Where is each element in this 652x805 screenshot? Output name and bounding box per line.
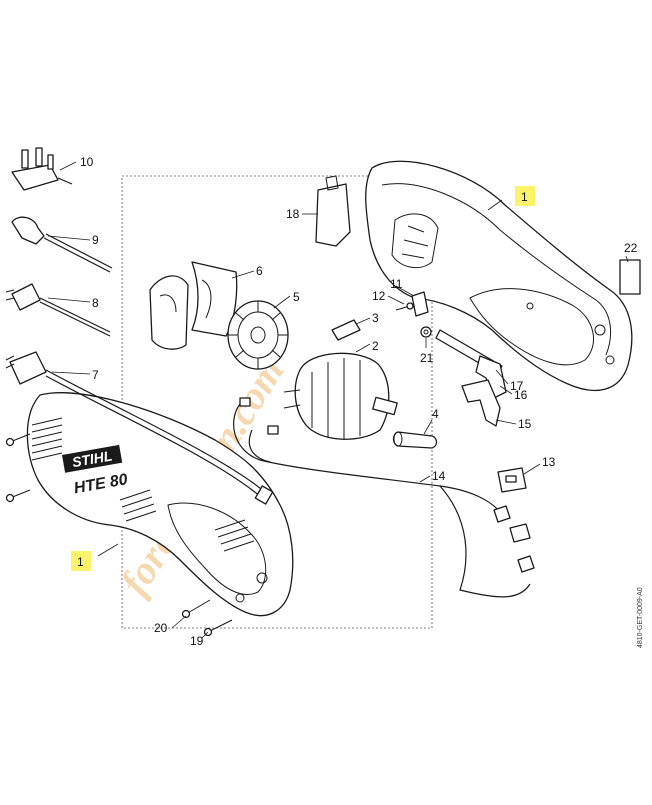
screw-part-20 (181, 599, 211, 619)
trigger-part-15 (461, 379, 501, 427)
stihl-logo-plate (62, 444, 123, 473)
callout-13: 13 (542, 455, 556, 469)
highlight-box-left (71, 551, 91, 571)
callout-11: 11 (390, 277, 403, 291)
nut-part-21 (420, 326, 432, 338)
callout-14: 14 (432, 469, 446, 483)
brand-logo-text: STIHL (71, 447, 114, 470)
callout-19: 19 (190, 634, 204, 648)
callout-1-left: 1 (77, 555, 84, 569)
cable-holder-part-18 (315, 175, 351, 247)
plug-part-8 (5, 283, 111, 337)
callout-7: 7 (92, 368, 99, 382)
callout-3: 3 (372, 311, 379, 325)
highlight-box-right (515, 186, 535, 206)
callout-5: 5 (293, 290, 300, 304)
plug-part-7 (5, 351, 274, 505)
housing-screws (5, 433, 31, 503)
label-plate-part-22 (619, 259, 641, 295)
callout-15: 15 (518, 417, 532, 431)
callout-8: 8 (92, 296, 99, 310)
plug-uk-part-10 (11, 147, 73, 191)
callout-17: 17 (510, 379, 524, 393)
callout-18: 18 (286, 207, 300, 221)
plug-part-9 (11, 216, 113, 273)
carbon-brush-part-3 (331, 319, 361, 341)
drawing-code: 4810-GET-0009-A0 (637, 587, 644, 648)
fan-shroud (149, 275, 189, 350)
clip-part-11 (411, 291, 429, 317)
callout-9: 9 (92, 233, 99, 247)
callout-16: 16 (514, 388, 528, 402)
vent-grille-upper (31, 417, 63, 461)
screw-part-12 (395, 302, 414, 311)
motor-part-2 (283, 352, 398, 440)
callout-1-right: 1 (521, 190, 528, 204)
callout-4: 4 (432, 407, 439, 421)
callout-21: 21 (420, 351, 434, 365)
switch-part-13 (493, 467, 535, 573)
housing-left-half: STIHL HTE 80 (26, 392, 294, 617)
callout-2: 2 (372, 339, 379, 353)
callout-numbers: 1 1 2 3 4 5 6 7 8 9 10 11 12 13 14 15 16… (77, 155, 638, 648)
callout-20: 20 (154, 621, 168, 635)
callout-22: 22 (624, 241, 638, 255)
wiring-harness-part-14 (233, 397, 531, 598)
callout-12: 12 (372, 289, 386, 303)
fan-wheel-part-5 (227, 300, 289, 370)
callout-6: 6 (256, 264, 263, 278)
shaft-sleeve-part-4 (392, 431, 438, 449)
fan-cover-part-6 (191, 261, 238, 337)
leader-lines (47, 161, 629, 639)
callout-10: 10 (80, 155, 94, 169)
housing-right-half (365, 160, 633, 391)
vent-grille-lower (119, 489, 255, 552)
